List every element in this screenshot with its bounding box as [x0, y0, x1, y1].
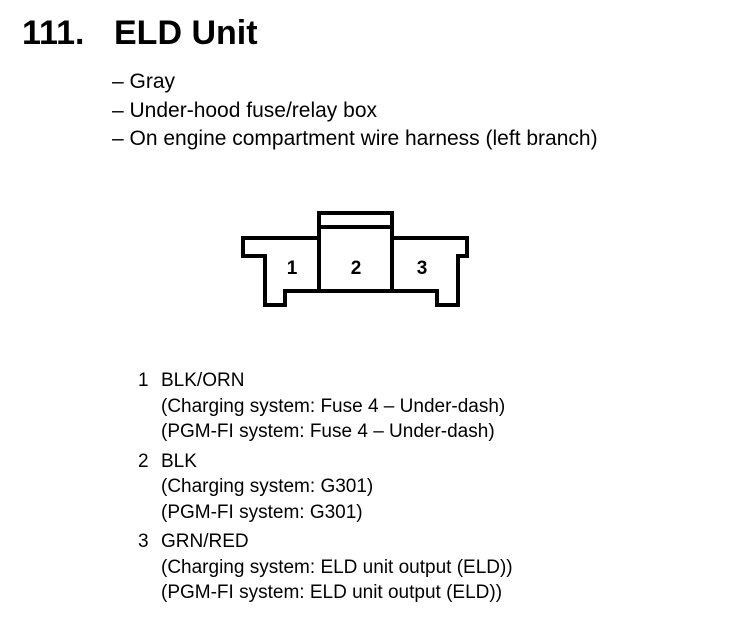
component-number: 111.: [22, 14, 85, 52]
pin-wire-color: BLK: [161, 450, 197, 472]
cavity-1-label: 1: [287, 258, 298, 279]
pin-item: 3 GRN/RED (Charging system: ELD unit out…: [138, 529, 513, 606]
pin-circuit: (PGM-FI system: ELD unit output (ELD)): [161, 582, 503, 603]
pin-circuit: (Charging system: Fuse 4 – Under-dash): [161, 395, 506, 417]
detail-color: – Gray: [112, 70, 176, 93]
component-name: ELD Unit: [114, 14, 258, 52]
pin-circuit: (PGM-FI system: Fuse 4 – Under-dash): [161, 421, 495, 442]
page-title: 111. ELD Unit: [22, 14, 258, 53]
pin-item: 2 BLK (Charging system: G301) (PGM-FI sy…: [138, 449, 513, 526]
detail-location: – Under-hood fuse/relay box: [112, 98, 377, 122]
pin-circuit: (Charging system: G301): [161, 476, 374, 497]
pin-number: 2: [138, 450, 149, 472]
component-details: – Gray – Under-hood fuse/relay box – On …: [112, 68, 598, 154]
pin-list: 1 BLK/ORN (Charging system: Fuse 4 – Und…: [138, 368, 513, 610]
pin-circuit: (Charging system: ELD unit output (ELD)): [161, 556, 513, 578]
pin-wire-color: BLK/ORN: [161, 370, 245, 391]
pin-number: 3: [138, 531, 149, 552]
cavity-2-label: 2: [351, 258, 362, 279]
pin-number: 1: [138, 370, 149, 391]
detail-harness: – On engine compartment wire harness (le…: [112, 127, 598, 150]
pin-item: 1 BLK/ORN (Charging system: Fuse 4 – Und…: [138, 368, 513, 445]
pin-wire-color: GRN/RED: [161, 531, 249, 552]
connector-body: [241, 211, 469, 307]
pin-circuit: (PGM-FI system: G301): [161, 501, 363, 523]
cavity-3-label: 3: [417, 258, 428, 279]
